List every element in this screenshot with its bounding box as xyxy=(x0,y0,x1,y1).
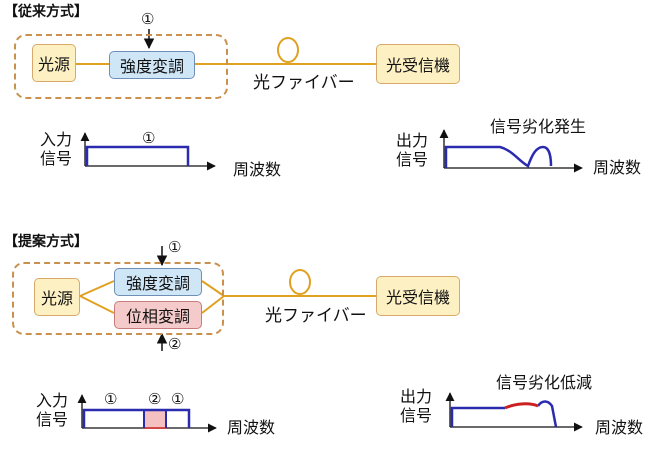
prop-input-label-2: 信号 xyxy=(36,410,69,429)
conv-input-label-1: 入力 xyxy=(40,130,73,149)
conv-fiber-label: 光ファイバー xyxy=(253,73,355,93)
prop-light-source-label: 光源 xyxy=(40,289,73,308)
conv-intensity-mod-box: 強度変調 xyxy=(109,51,195,79)
conv-section-title: 【従来方式】 xyxy=(4,4,88,20)
prop-phase-mod-box: 位相変調 xyxy=(114,301,202,329)
conv-transmitter-group xyxy=(14,34,228,99)
conv-output-signal xyxy=(444,145,553,168)
conv-marker: ① xyxy=(141,10,155,28)
prop-merge-upper xyxy=(201,280,225,297)
prop-input-marker-1: ① xyxy=(104,390,118,408)
prop-phase-band xyxy=(143,409,167,429)
conv-input-label-2: 信号 xyxy=(40,149,73,168)
conv-input-signal xyxy=(85,145,190,166)
prop-output-note: 信号劣化低減 xyxy=(496,373,593,392)
prop-section-title: 【提案方式】 xyxy=(4,234,88,250)
prop-phase-mod-label: 位相変調 xyxy=(125,307,190,326)
conv-intensity-mod-label: 強度変調 xyxy=(119,57,184,76)
conv-freq-label-in: 周波数 xyxy=(233,160,282,179)
conv-light-source-box: 光源 xyxy=(32,44,76,82)
conv-output-label-1: 出力 xyxy=(396,131,429,150)
conv-fiber-coil xyxy=(277,37,299,63)
prop-branch-lower xyxy=(79,295,115,314)
conv-output-label-2: 信号 xyxy=(396,150,429,169)
prop-branch-upper xyxy=(79,280,115,297)
prop-marker-top: ① xyxy=(168,238,182,256)
prop-output-signal xyxy=(450,400,558,428)
prop-input-label-1: 入力 xyxy=(36,391,69,410)
prop-transmitter-group xyxy=(12,262,224,335)
conv-light-source-label: 光源 xyxy=(37,55,70,74)
prop-intensity-mod-box: 強度変調 xyxy=(114,268,202,296)
prop-merge-lower xyxy=(201,295,225,314)
conv-receiver-box: 光受信機 xyxy=(376,44,460,84)
prop-input-marker-2: ② xyxy=(148,390,162,408)
prop-input-signal xyxy=(82,408,191,428)
prop-intensity-mod-label: 強度変調 xyxy=(125,274,190,293)
prop-freq-label-in: 周波数 xyxy=(227,418,276,437)
prop-receiver-label: 光受信機 xyxy=(385,288,450,307)
conv-output-note: 信号劣化発生 xyxy=(490,117,587,136)
prop-fiber-coil xyxy=(289,269,311,295)
prop-marker-bottom: ② xyxy=(168,335,182,353)
prop-output-label-1: 出力 xyxy=(400,387,433,406)
prop-output-degradation xyxy=(504,402,539,410)
conv-input-plot xyxy=(80,132,216,171)
prop-receiver-box: 光受信機 xyxy=(376,276,460,316)
conv-receiver-label: 光受信機 xyxy=(385,56,450,75)
conv-input-marker: ① xyxy=(142,129,156,147)
prop-light-source-box: 光源 xyxy=(34,278,80,316)
prop-freq-label-out: 周波数 xyxy=(595,418,644,437)
prop-fiber-label: 光ファイバー xyxy=(265,306,367,326)
prop-output-label-2: 信号 xyxy=(400,406,433,425)
prop-input-plot xyxy=(77,394,217,433)
prop-output-plot xyxy=(445,392,583,432)
prop-input-marker-3: ① xyxy=(171,390,185,408)
conv-freq-label-out: 周波数 xyxy=(593,158,642,177)
conv-output-plot xyxy=(439,129,583,173)
